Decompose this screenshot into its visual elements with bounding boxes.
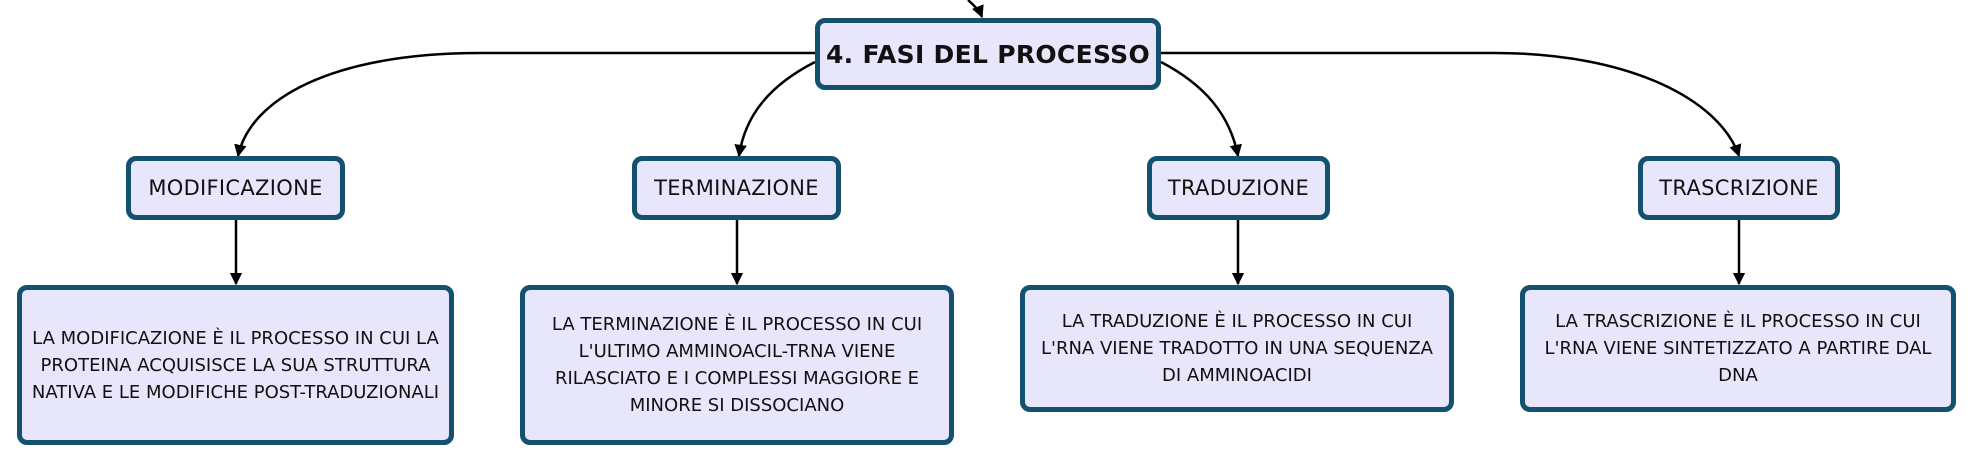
phase-node-terminazione[interactable]: TERMINAZIONE — [632, 156, 841, 220]
connector-root-trascrizione — [1161, 51, 1742, 158]
description-node-terminazione[interactable]: LA TERMINAZIONE È IL PROCESSO IN CUI L'U… — [520, 285, 954, 445]
phase-label: TRASCRIZIONE — [1659, 176, 1819, 200]
description-text: LA TRASCRIZIONE È IL PROCESSO IN CUI L'R… — [1544, 311, 1932, 386]
phase-node-trascrizione[interactable]: TRASCRIZIONE — [1638, 156, 1840, 220]
connector-root-modificazione — [234, 51, 815, 158]
phase-label: MODIFICAZIONE — [148, 176, 323, 200]
root-label: 4. FASI DEL PROCESSO — [825, 39, 1151, 69]
root-node[interactable]: 4. FASI DEL PROCESSO — [815, 18, 1161, 90]
description-text: LA TERMINAZIONE È IL PROCESSO IN CUI L'U… — [551, 314, 923, 416]
connector-root-terminazione — [734, 60, 816, 158]
description-text: LA TRADUZIONE È IL PROCESSO IN CUI L'RNA… — [1040, 311, 1433, 386]
description-text: LA MODIFICAZIONE È IL PROCESSO IN CUI LA… — [31, 327, 440, 403]
phase-node-traduzione[interactable]: TRADUZIONE — [1147, 156, 1330, 220]
phase-label: TERMINAZIONE — [654, 176, 819, 200]
phase-node-modificazione[interactable]: MODIFICAZIONE — [126, 156, 345, 220]
connector-root-traduzione — [1160, 60, 1242, 158]
incoming-connector — [967, 0, 984, 19]
description-node-modificazione[interactable]: LA MODIFICAZIONE È IL PROCESSO IN CUI LA… — [17, 285, 454, 445]
description-node-trascrizione[interactable]: LA TRASCRIZIONE È IL PROCESSO IN CUI L'R… — [1520, 285, 1956, 412]
description-node-traduzione[interactable]: LA TRADUZIONE È IL PROCESSO IN CUI L'RNA… — [1020, 285, 1454, 412]
phase-label: TRADUZIONE — [1167, 176, 1310, 200]
